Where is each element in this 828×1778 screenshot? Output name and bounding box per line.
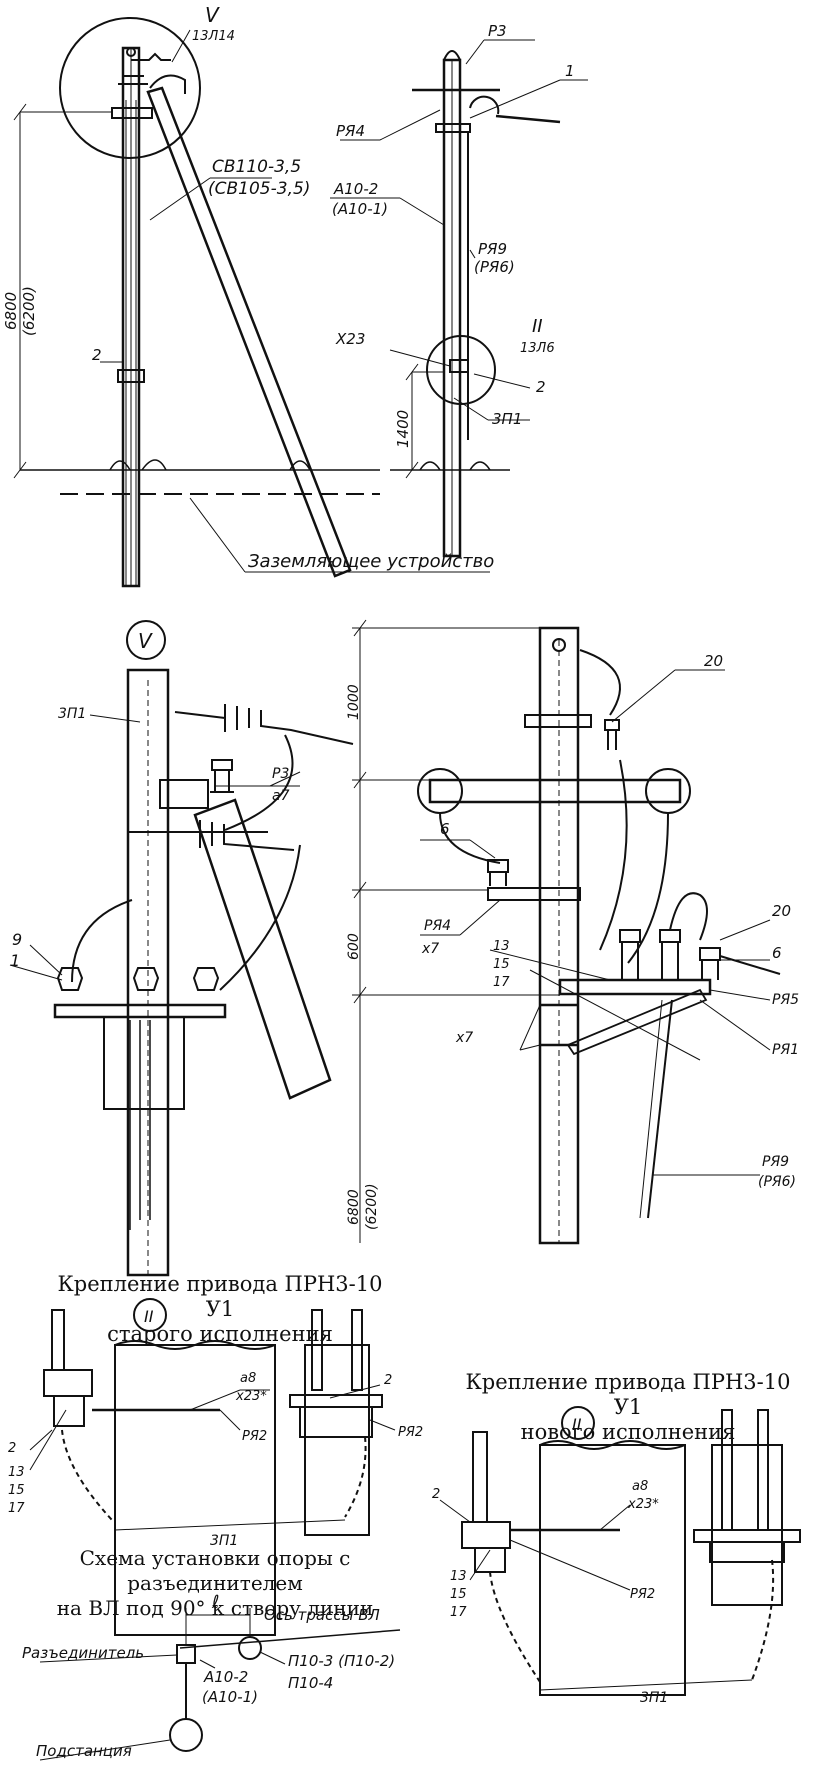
caption-new-line1: Крепление привода ПРН3-10 У1 [465, 1370, 791, 1419]
view2-detail-circle [426, 335, 496, 405]
sc-label-p10b: П10-4 [288, 1674, 333, 1692]
caption-old-line1: Крепление привода ПРН3-10 У1 [57, 1272, 383, 1321]
view2-pole-side [330, 39, 588, 558]
v2-label-a10: А10-2 [333, 180, 378, 198]
do-label-2: 2 [8, 1441, 16, 1456]
dv-label-3p1: 3П1 [58, 706, 86, 722]
do-label-ra2: РЯ2 [242, 1429, 267, 1444]
v2-label-2: 2 [536, 378, 546, 396]
dn-label-x23: х23* [627, 1497, 659, 1512]
caption-scheme-line2: на ВЛ под 90° к створу линии [56, 1596, 374, 1620]
detail-v [9, 620, 354, 1277]
detail-new-mounting [439, 1406, 801, 1696]
sc-label-a10-alt: (А10-1) [202, 1688, 258, 1706]
dr-label-20a: 20 [704, 652, 723, 670]
caption-scheme: Схема установки опоры с разъединителем н… [0, 1546, 430, 1621]
v2-dim-1400: 1400 [394, 410, 412, 448]
caption-scheme-line1: Схема установки опоры с разъединителем [79, 1546, 351, 1595]
installation-scheme [39, 1608, 401, 1761]
v1-dim-height: 6800 [2, 292, 20, 330]
v2-label-r3: Р3 [488, 22, 507, 40]
scheme-route-axis [179, 1629, 401, 1649]
v2-marker-num: II [532, 316, 543, 337]
v2-marker-ref: 13Л6 [520, 341, 555, 356]
v1-ground-label: Заземляющее устройство [248, 551, 494, 572]
v1-strut-label-alt: (СВ105-3,5) [208, 179, 310, 199]
dn-label-13: 13 [450, 1569, 467, 1584]
detail-v-marker [126, 620, 166, 660]
dn-label-3p1: 3П1 [640, 1690, 668, 1706]
dr-label-x7b: х7 [455, 1030, 473, 1046]
dv-marker: V [138, 629, 153, 653]
do-label-17: 17 [8, 1501, 25, 1516]
v2-label-1: 1 [565, 62, 575, 80]
dn-label-a8: а8 [632, 1479, 648, 1494]
dr-label-ra5: РЯ5 [772, 992, 799, 1008]
v2-label-ra6: (РЯ6) [474, 258, 515, 276]
dv-label-9: 9 [12, 930, 22, 949]
caption-old-line2: старого исполнения [107, 1322, 333, 1346]
dr-label-6b: 6 [772, 944, 782, 962]
dr-label-20b: 20 [772, 902, 791, 920]
do-label-13: 13 [8, 1465, 25, 1480]
dn-label-17: 17 [450, 1605, 467, 1620]
dn-label-15: 15 [450, 1587, 467, 1602]
do-label-15: 15 [8, 1483, 25, 1498]
dr-label-ra4: РЯ4 [424, 918, 451, 934]
dr-dim-6200: (6200) [364, 1183, 380, 1230]
v1-dim-height-alt: (6200) [20, 286, 38, 336]
do-label-a8: а8 [240, 1371, 256, 1386]
view1-detail-circle [59, 17, 201, 159]
v1-marker-ref: 13Л14 [192, 29, 235, 44]
dr-label-ra6: (РЯ6) [758, 1174, 796, 1190]
v2-label-a10-alt: (А10-1) [332, 200, 388, 218]
view1-pole-with-strut [13, 17, 490, 588]
dv-label-r3: Р3 [272, 766, 289, 782]
sc-label-p10: П10-3 (П10-2) [288, 1652, 395, 1670]
detail-old-mounting [29, 1298, 396, 1636]
drawing-labels: V 13Л14 СВ110-3,5 (СВ105-3,5) 2 6800 (62… [2, 3, 799, 1760]
v1-strut-label: СВ110-3,5 [212, 157, 301, 177]
dr-label-ra9: РЯ9 [762, 1154, 789, 1170]
view1-strut [146, 86, 352, 578]
caption-new-line2: нового исполнения [520, 1420, 736, 1444]
v1-marker-num: V [205, 3, 220, 27]
do-label-2b: 2 [384, 1373, 392, 1388]
sc-label-substation: Подстанция [36, 1742, 132, 1760]
dn-label-2: 2 [432, 1487, 440, 1502]
dr-label-x7: х7 [421, 941, 439, 957]
scheme-line-pole [238, 1636, 262, 1660]
do-label-x23: х23* [235, 1389, 267, 1404]
v1-label-2: 2 [92, 346, 102, 364]
v2-label-ra9: РЯ9 [478, 240, 507, 258]
caption-new-mounting: Крепление привода ПРН3-10 У1 нового испо… [448, 1370, 808, 1445]
do-label-ra2b: РЯ2 [398, 1425, 423, 1440]
dr-label-ra1: РЯ1 [772, 1042, 799, 1058]
dr-label-17: 17 [493, 975, 510, 990]
detail-right [352, 619, 781, 1245]
v2-label-3p1: 3П1 [492, 410, 522, 428]
scheme-substation [169, 1718, 203, 1752]
sc-label-a10: А10-2 [203, 1668, 248, 1686]
v2-label-ra4: РЯ4 [336, 122, 365, 140]
caption-old-mounting: Крепление привода ПРН3-10 У1 старого исп… [40, 1272, 400, 1347]
dr-label-15: 15 [493, 957, 510, 972]
dn-label-ra2: РЯ2 [630, 1587, 655, 1602]
v2-label-x23: Х23 [335, 330, 365, 348]
